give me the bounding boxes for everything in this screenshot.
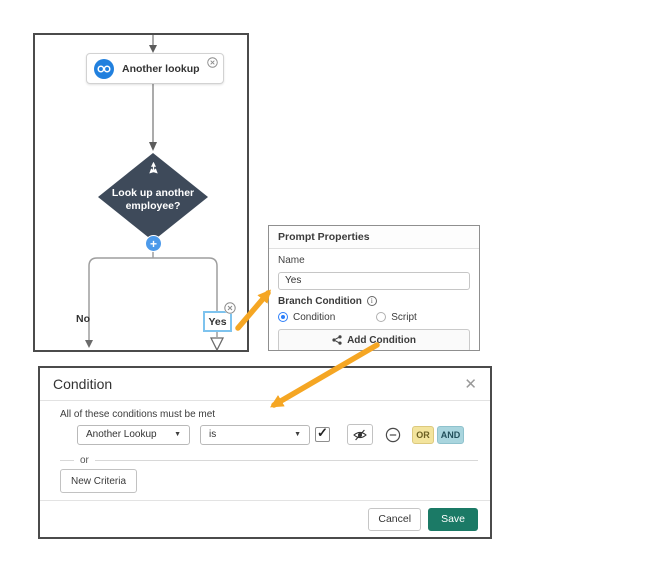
close-icon[interactable]: ✕ (464, 375, 477, 393)
lookup-icon (94, 58, 114, 79)
name-input[interactable] (278, 271, 470, 290)
add-condition-button[interactable]: Add Condition (278, 328, 470, 350)
branch-condition-label: Branch Condition (278, 295, 362, 307)
chevron-down-icon: ▼ (174, 431, 181, 438)
cancel-button[interactable]: Cancel (368, 507, 422, 531)
share-icon (332, 335, 342, 345)
flowchart-canvas: Another lookup Look up another employee?… (33, 33, 249, 352)
chevron-down-icon: ▼ (294, 431, 301, 438)
operator-dropdown[interactable]: is ▼ (200, 424, 310, 445)
node-label: Another lookup (122, 62, 200, 75)
remove-node-icon[interactable] (207, 57, 218, 68)
modal-title: Condition (53, 376, 113, 392)
eye-slash-icon (353, 429, 367, 440)
branch-split-icon (149, 161, 158, 174)
hide-value-button[interactable] (347, 424, 373, 445)
name-label: Name (278, 255, 305, 266)
or-button[interactable]: OR (412, 425, 434, 444)
remove-condition-icon[interactable] (385, 427, 401, 443)
check-icon: ✓ (317, 425, 328, 440)
branch-label-no: No (76, 313, 90, 325)
condition-row: Another Lookup ▼ is ▼ ✓ (77, 424, 478, 445)
radio-script-control[interactable] (376, 312, 387, 322)
save-button[interactable]: Save (428, 507, 478, 531)
flow-connectors (85, 35, 225, 350)
radio-condition-control[interactable] (278, 312, 288, 322)
panel-title: Prompt Properties (269, 226, 479, 249)
field-dropdown[interactable]: Another Lookup ▼ (77, 424, 190, 445)
condition-modal: Condition ✕ All of these conditions must… (38, 366, 492, 539)
remove-branch-icon[interactable] (224, 302, 236, 314)
new-criteria-button[interactable]: New Criteria (60, 469, 138, 493)
info-icon[interactable]: i (366, 296, 377, 306)
prompt-properties-panel: Prompt Properties Name Branch Condition … (268, 225, 480, 351)
radio-script[interactable]: Script (376, 312, 417, 323)
flow-node-another-lookup[interactable]: Another lookup (86, 53, 224, 84)
conditions-header: All of these conditions must be met (60, 409, 216, 420)
and-button[interactable]: AND (437, 425, 464, 444)
decision-diamond (98, 153, 208, 241)
value-checkbox[interactable]: ✓ (315, 425, 330, 442)
radio-condition[interactable]: Condition (278, 312, 335, 323)
or-divider: or (60, 454, 478, 466)
add-step-button[interactable]: + (145, 235, 162, 252)
branch-label-yes[interactable]: Yes (203, 311, 232, 332)
